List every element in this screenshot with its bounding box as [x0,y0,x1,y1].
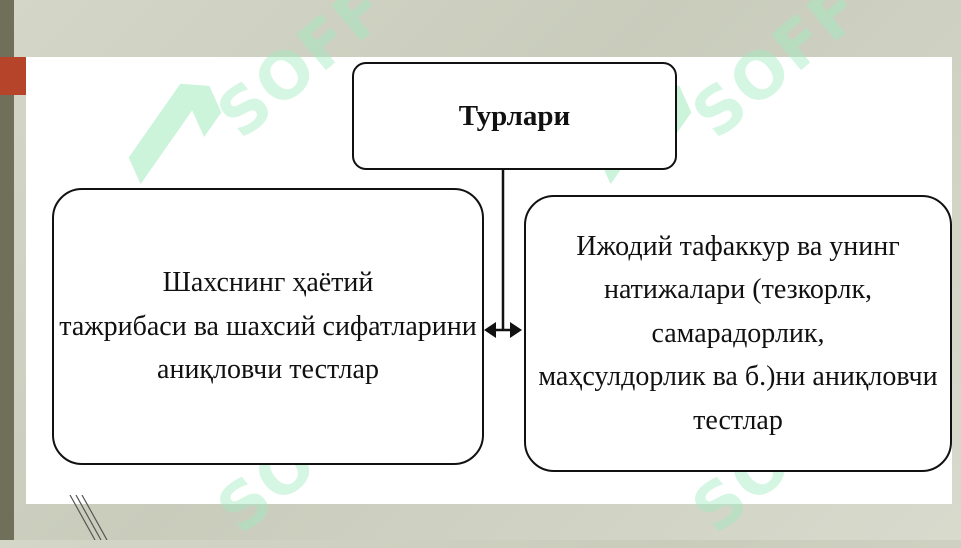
creative-thinking-tests-box: Ижодий тафаккур ва унинг натижалари (тез… [524,195,952,472]
personal-experience-tests-box: Шахснинг ҳаётий тажрибаси ва шахсий сифа… [52,188,484,465]
right-box-line: натижалари (тезкорлк, самарадорлик, [603,274,873,349]
right-box-line: тестлар [693,404,783,436]
right-box-line: маҳсулдорлик ва б.)ни аниқловчи [538,361,938,393]
types-heading-box: Турлари [352,62,677,170]
slide-left-bar [0,0,14,540]
types-heading: Турлари [458,99,571,132]
decorative-lines [69,495,108,540]
left-box-line: тажрибаси ва шахсий сифатларини [59,310,477,342]
left-box-line: аниқловчи тестлар [157,354,379,386]
slide-accent-block [0,57,26,95]
right-box-line: Ижодий тафаккур ва унинг [576,231,900,263]
left-box-line: Шахснинг ҳаётий [162,267,374,299]
